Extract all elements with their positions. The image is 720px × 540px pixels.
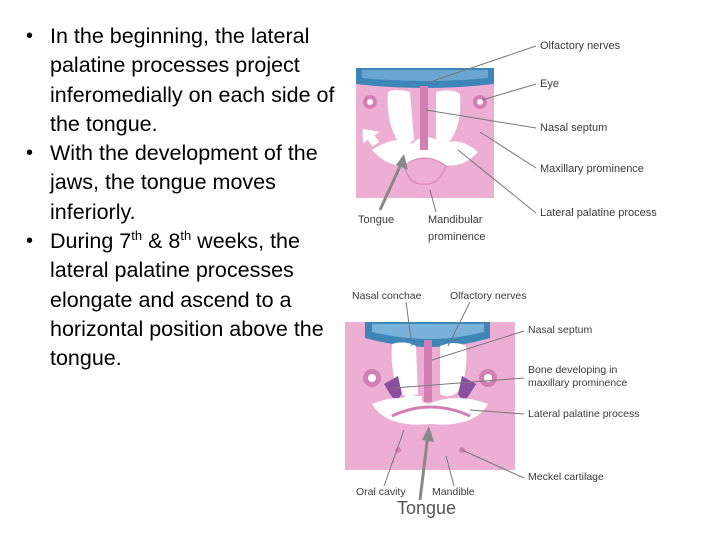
label-oral-cavity: Oral cavity — [356, 486, 406, 498]
label-lateral-palatine-process-bottom: Lateral palatine process — [528, 408, 640, 420]
bullet-text-1: In the beginning, the lateral palatine p… — [50, 24, 335, 136]
label-nasal-conchae: Nasal conchae — [352, 290, 422, 302]
top-section-drawing — [356, 68, 494, 198]
bullet-dot: • — [26, 25, 34, 47]
bullet-text-3-sup2: th — [180, 228, 192, 244]
bullet-dot: • — [26, 142, 34, 165]
bullet-text-3-pre: During 7 — [50, 229, 132, 254]
bullet-item-1: • In the beginning, the lateral palatine… — [18, 22, 348, 139]
label-olfactory-nerves-bottom: Olfactory nerves — [450, 290, 527, 302]
label-olfactory-nerves-top: Olfactory nerves — [540, 40, 621, 52]
label-bone-line2: maxillary prominence — [528, 377, 628, 389]
label-mandibular-line2: prominence — [428, 231, 486, 243]
bullet-text-2: With the development of the jaws, the to… — [50, 141, 318, 224]
bullet-list: • In the beginning, the lateral palatine… — [18, 22, 348, 374]
label-nasal-septum-bottom: Nasal septum — [528, 324, 593, 336]
label-lateral-palatine-process-top: Lateral palatine process — [540, 207, 657, 219]
label-bone-line1: Bone developing in — [528, 364, 618, 376]
label-mandibular-line1: Mandibular — [428, 214, 483, 226]
bullet-item-2: • With the development of the jaws, the … — [18, 139, 348, 227]
bullet-text-3-mid: & 8 — [142, 229, 181, 254]
bottom-leader-lines — [383, 301, 525, 487]
label-meckel-cartilage: Meckel cartilage — [528, 471, 604, 483]
bottom-tongue-arrow — [418, 426, 434, 501]
label-maxillary-prominence: Maxillary prominence — [540, 163, 644, 175]
top-tongue-arrow — [378, 154, 408, 211]
bullet-text-3-post: weeks, the lateral palatine processes el… — [50, 229, 324, 371]
bottom-section-drawing — [345, 322, 515, 470]
bullet-item-3: • During 7th & 8th weeks, the lateral pa… — [18, 227, 348, 373]
label-tongue-top: Tongue — [358, 214, 395, 226]
top-leader-lines — [425, 45, 537, 214]
label-eye: Eye — [540, 78, 559, 90]
bullet-dot: • — [26, 230, 34, 253]
label-nasal-septum-top: Nasal septum — [540, 122, 608, 134]
bullet-text-3-sup1: th — [131, 228, 143, 244]
label-mandible: Mandible — [432, 486, 475, 498]
tongue-caption: Tongue — [397, 498, 457, 518]
